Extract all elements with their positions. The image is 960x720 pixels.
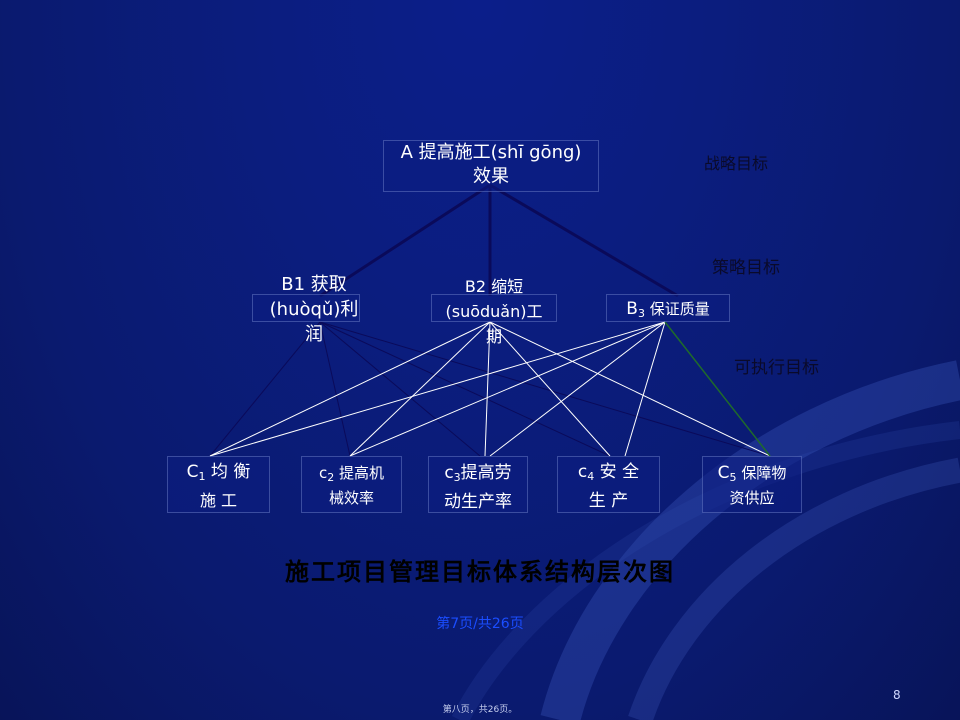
node-c2: c2 提高机 械效率: [301, 456, 402, 513]
node-c4-line2: 生 产: [588, 491, 629, 511]
node-c2-line2: 械效率: [328, 489, 374, 507]
node-a: A 提高施工(shī gōng) 效果: [383, 140, 599, 192]
node-c5-line2: 资供应: [729, 489, 775, 507]
node-b1-line2: (huòqǔ)利: [269, 299, 359, 320]
node-c5-line1: 保障物: [736, 464, 787, 482]
diagram-caption: 施工项目管理目标体系结构层次图: [285, 557, 675, 586]
node-b3-prefix: B: [626, 299, 638, 319]
node-b2-line3: 期: [485, 327, 502, 346]
node-b1-text: B1 获取 (huòqǔ)利 润: [244, 272, 384, 347]
level-label-executable: 可执行目标: [734, 358, 819, 378]
node-c1-line2: 施 工: [199, 491, 238, 510]
node-c2-prefix: c: [318, 464, 328, 482]
level-label-tactical: 策略目标: [712, 258, 780, 278]
node-b3: B3 保证质量: [606, 294, 730, 322]
slide-number: 8: [893, 688, 901, 702]
node-c1: C1 均 衡 施 工: [167, 456, 270, 513]
node-c3-line1: 提高劳: [460, 463, 512, 483]
edge-b3-c5: [664, 321, 771, 457]
node-c1-prefix: C: [186, 462, 199, 482]
node-c3-sub: 3: [453, 471, 461, 484]
node-c3-prefix: c: [444, 463, 454, 483]
node-c1-sub: 1: [198, 470, 206, 483]
node-c4-prefix: c: [577, 462, 588, 482]
page-footer: 第八页，共26页。: [442, 705, 518, 715]
node-c3-line2: 动生产率: [444, 492, 512, 512]
node-b2-text: B2 缩短 (suōduǎn)工 期: [424, 274, 564, 349]
node-a-line2: 效果: [473, 166, 509, 187]
node-b2-line1: B2 缩短: [464, 277, 524, 296]
node-c4: c4 安 全 生 产: [557, 456, 660, 513]
node-b1: [252, 294, 360, 322]
node-c2-line1: 提高机: [334, 464, 385, 482]
node-b1-line3: 润: [305, 324, 323, 345]
node-b2-line2: (suōduǎn)工: [445, 302, 543, 321]
node-c5-prefix: C: [717, 463, 730, 483]
node-a-line1: A 提高施工(shī gōng): [400, 142, 582, 163]
node-c5: C5 保障物 资供应: [702, 456, 802, 513]
node-b3-sub: 3: [637, 307, 645, 320]
node-b2: [431, 294, 557, 322]
page-info: 第7页/共26页: [436, 616, 524, 632]
level-label-strategic: 战略目标: [704, 154, 769, 173]
node-c1-line1: 均 衡: [205, 462, 251, 482]
node-c4-sub: 4: [587, 470, 595, 483]
node-c4-line1: 安 全: [594, 462, 640, 482]
node-b3-text: 保证质量: [644, 300, 710, 318]
node-c3: c3提高劳 动生产率: [428, 456, 528, 513]
node-b1-line1: B1 获取: [281, 274, 347, 295]
edge-b3-c4: [624, 321, 666, 457]
node-c5-sub: 5: [729, 471, 737, 484]
node-c2-sub: 2: [327, 471, 335, 484]
